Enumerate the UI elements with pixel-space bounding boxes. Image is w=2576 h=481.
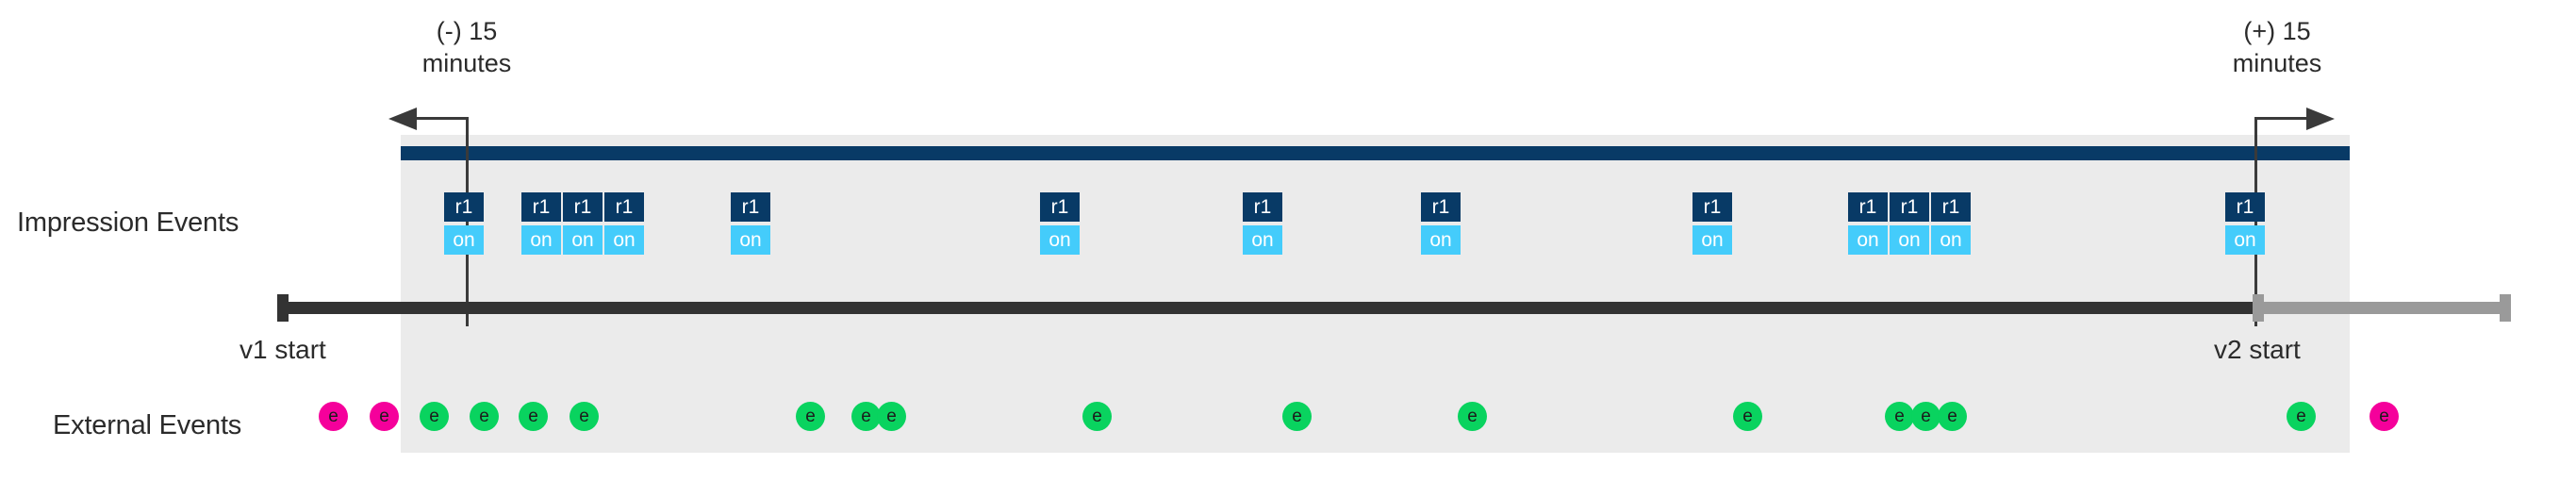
external-event-dot-outside: e [319,402,348,431]
impression-chip-r1: r1 [1243,192,1282,222]
impression-events-label: Impression Events [17,207,239,238]
impression-chip-on: on [604,225,644,255]
impression-chip-r1: r1 [1848,192,1888,222]
impression-chip-on: on [2225,225,2265,255]
impression-chip-r1: r1 [604,192,644,222]
impression-chip-on: on [1890,225,1929,255]
external-event-dot-inside: e [519,402,548,431]
plus-15-line2: minutes [2232,49,2322,77]
external-event-dot-inside: e [1938,402,1967,431]
impression-chip-r1: r1 [1040,192,1080,222]
analysis-window-band [401,135,2350,453]
external-event-dot-inside: e [570,402,599,431]
external-event-dot-inside: e [796,402,825,431]
impression-chip-on: on [1931,225,1971,255]
external-events-label: External Events [53,410,242,440]
impression-chip-r1: r1 [563,192,603,222]
window-end-marker-line [2254,117,2257,326]
impression-chip-r1: r1 [731,192,770,222]
impression-chip-on: on [1693,225,1732,255]
external-event-dot-inside: e [2287,402,2316,431]
v2-axis-segment [2254,302,2511,314]
impression-chip-r1: r1 [1890,192,1929,222]
external-event-dot-inside: e [1282,402,1312,431]
impression-chip-r1: r1 [1693,192,1732,222]
impression-chip-r1: r1 [1931,192,1971,222]
external-event-dot-inside: e [420,402,449,431]
plus-15-leader-line [2254,117,2308,120]
impression-chip-r1: r1 [1421,192,1461,222]
v2-end-cap [2500,294,2511,322]
external-event-dot-inside: e [1733,402,1762,431]
plus-15-line1: (+) 15 [2243,17,2311,45]
impression-chip-on: on [1040,225,1080,255]
minus-15-minutes-annotation: (-) 15 minutes [358,15,575,79]
impression-chip-r1: r1 [2225,192,2265,222]
v1-axis-segment [281,302,2256,314]
left-arrow-icon [388,108,417,130]
external-event-dot-inside: e [1885,402,1914,431]
v2-start-cap [2253,294,2264,322]
impression-chip-on: on [521,225,561,255]
plus-15-minutes-annotation: (+) 15 minutes [2169,15,2386,79]
external-event-dot-outside: e [2370,402,2399,431]
impression-chip-on: on [444,225,484,255]
right-arrow-icon [2306,108,2335,130]
impression-chip-on: on [1243,225,1282,255]
minus-15-line2: minutes [421,49,512,77]
impression-chip-on: on [1421,225,1461,255]
impression-chip-r1: r1 [444,192,484,222]
external-event-dot-inside: e [1082,402,1112,431]
window-start-marker-line [466,117,469,326]
version-bar [401,146,2350,160]
minus-15-line1: (-) 15 [436,17,498,45]
impression-chip-r1: r1 [521,192,561,222]
external-event-dot-inside: e [877,402,906,431]
v1-start-cap [277,294,289,322]
v2-start-label: v2 start [2214,335,2301,364]
external-event-dot-outside: e [370,402,399,431]
impression-chip-on: on [1848,225,1888,255]
impression-chip-on: on [731,225,770,255]
external-event-dot-inside: e [851,402,881,431]
external-event-dot-inside: e [470,402,499,431]
minus-15-leader-line [415,117,469,120]
external-event-dot-inside: e [1458,402,1487,431]
impression-chip-on: on [563,225,603,255]
external-event-dot-inside: e [1911,402,1940,431]
v1-start-label: v1 start [239,335,326,364]
